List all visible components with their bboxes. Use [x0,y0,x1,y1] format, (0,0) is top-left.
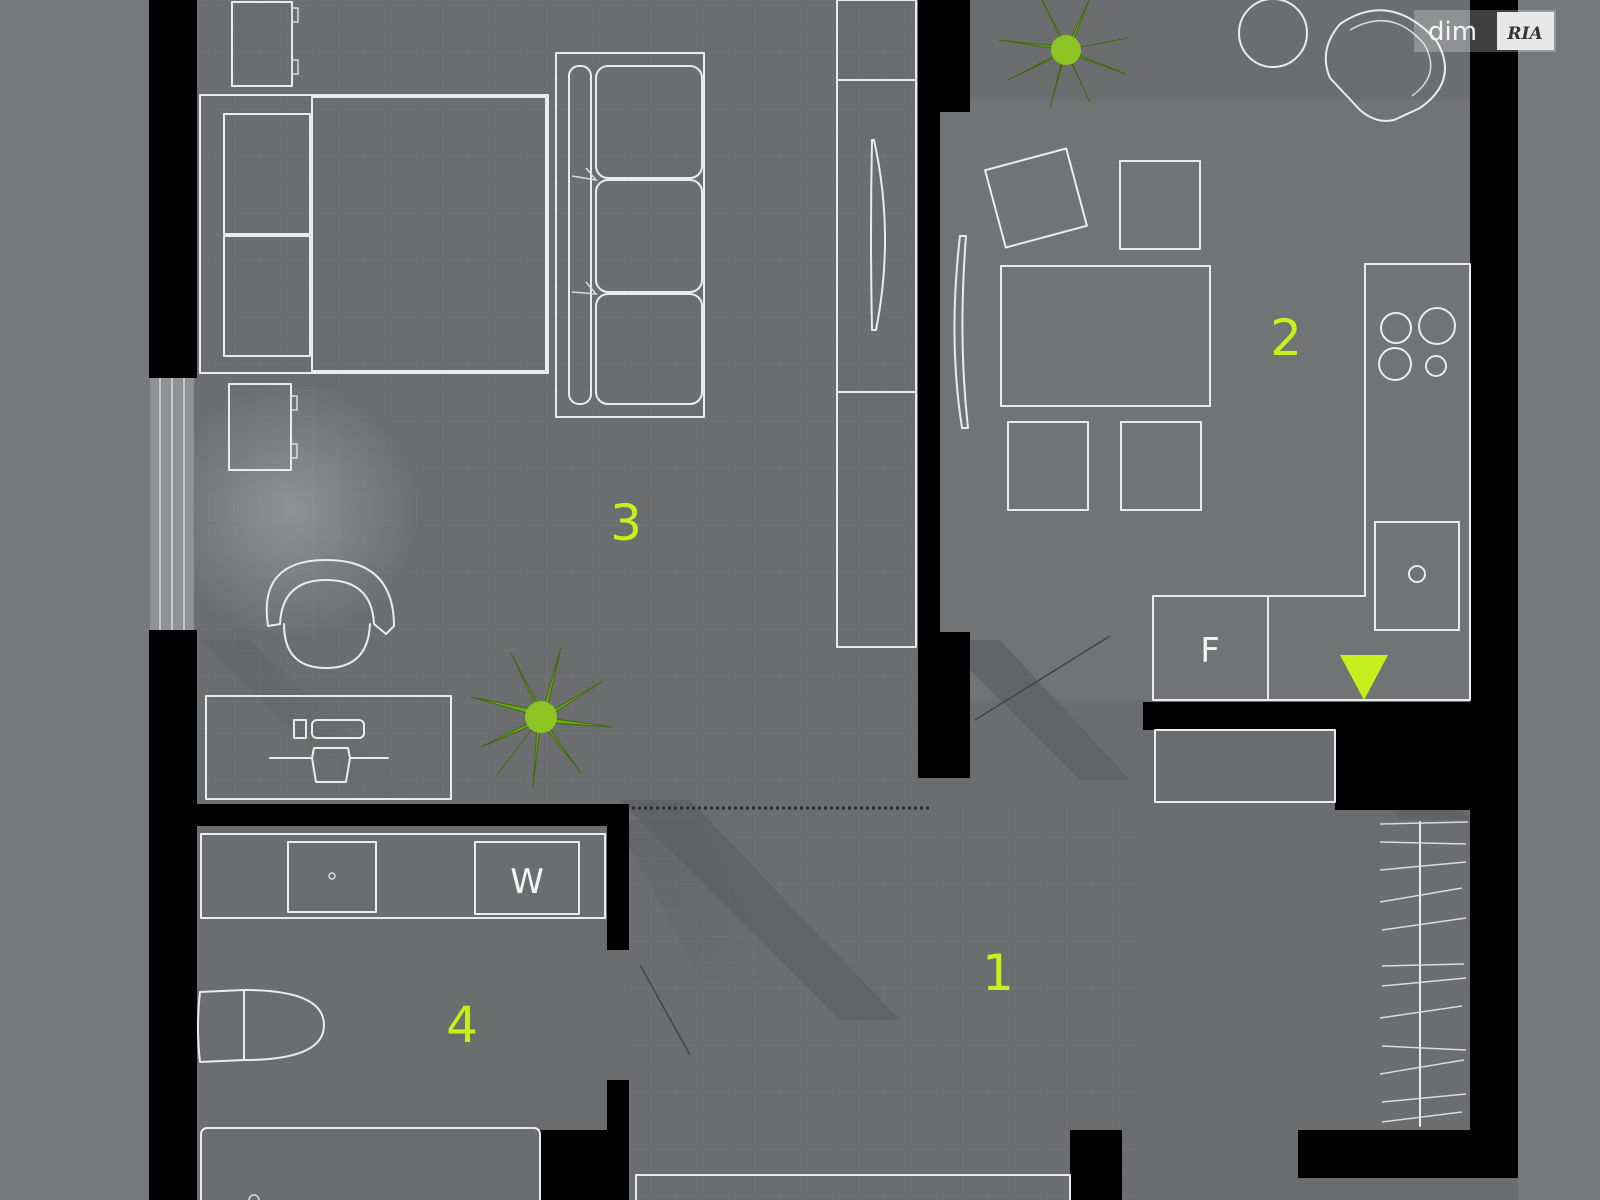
dining-chair [1120,421,1202,511]
watermark-text: dim [1428,17,1477,47]
wardrobe [836,0,917,648]
sink-icon [1374,521,1460,631]
plant-icon [470,646,614,788]
floor-area [150,0,1518,1200]
triangle-down-icon [1340,655,1388,700]
bathtub [200,1127,541,1200]
dining-chair [1007,421,1089,511]
kitchen-counter [1152,263,1471,701]
door-swing [639,635,1111,1056]
toilet-icon [197,989,325,1063]
watermark-badge: RIA [1506,24,1542,44]
bedside-table-bottom [228,383,298,471]
window-left [150,378,194,630]
room-number-3: 3 [610,494,642,552]
room-number-2: 2 [1270,309,1302,367]
room-number-4: 4 [446,996,478,1054]
round-table [1238,0,1308,68]
shoe-cabinet [1154,729,1336,803]
bedside-table-top [231,1,299,87]
washer-label: W [510,862,544,902]
bench [635,1174,1071,1200]
window-kitchen-left [953,235,969,429]
plant-icon [997,0,1129,109]
dining-table [1000,265,1211,407]
dining-chair [1119,160,1201,250]
watermark: dim RIA [1414,10,1556,52]
dining-chair [984,147,1088,249]
walls [149,0,1518,1200]
sofa [555,52,705,418]
desk [205,695,452,800]
double-bed [199,94,549,374]
bathroom-counter [200,833,606,919]
armchair [265,559,395,669]
stove-icon [1378,307,1456,381]
wardrobe-rack [1379,821,1469,1127]
shadow-overlays [200,640,1470,1020]
room-number-1: 1 [982,944,1014,1002]
fridge-label: F [1200,631,1220,671]
armchair-kitchen [1324,9,1446,122]
